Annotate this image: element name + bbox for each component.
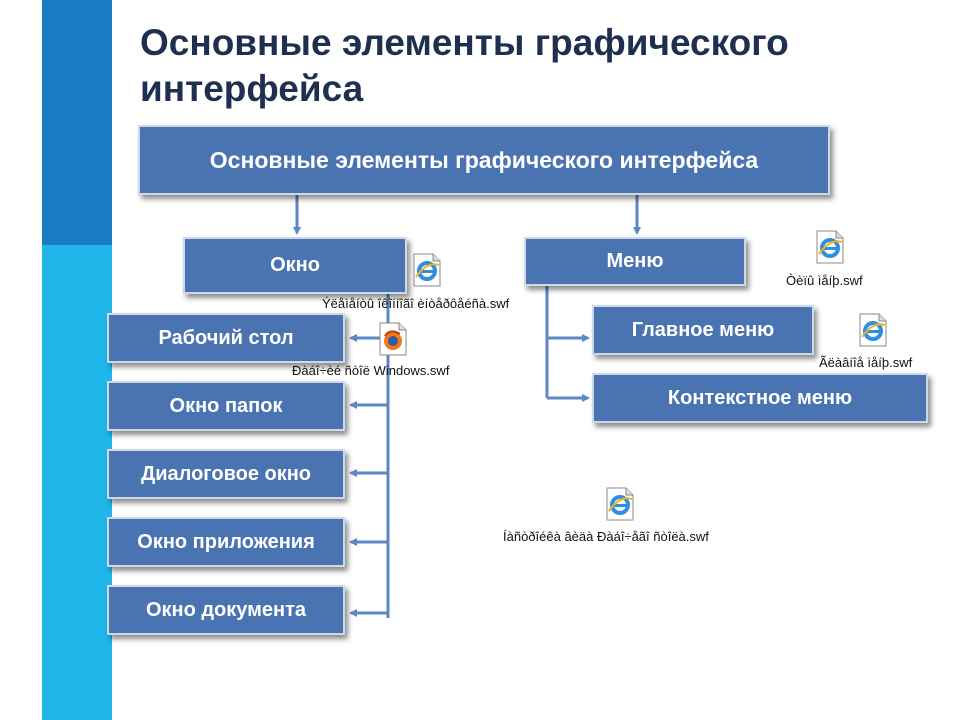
- decor-stripe-light: [42, 245, 112, 720]
- ie-flash-file-icon[interactable]: [605, 487, 635, 521]
- node-main-menu: Главное меню: [592, 305, 814, 355]
- slide-title: Основные элементы графического интерфейс…: [140, 22, 789, 109]
- node-document-window: Окно документа: [107, 585, 345, 635]
- file-label-main-menu[interactable]: Ãëàâíîå ìåíþ.swf: [819, 355, 913, 370]
- node-app-window: Окно приложения: [107, 517, 345, 567]
- root-node: Основные элементы графического интерфейс…: [138, 125, 830, 195]
- firefox-file-icon[interactable]: [378, 322, 408, 356]
- ie-flash-file-icon[interactable]: [858, 313, 888, 347]
- node-dialog-window: Диалоговое окно: [107, 449, 345, 499]
- decor-stripe-dark: [42, 0, 112, 245]
- node-menu: Меню: [524, 237, 746, 286]
- node-desktop: Рабочий стол: [107, 313, 345, 363]
- file-label-window-elements[interactable]: Ýëåìåíòû îêîííîãî èíòåðôåéñà.swf: [322, 296, 510, 311]
- node-context-menu: Контекстное меню: [592, 373, 928, 423]
- node-window: Окно: [183, 237, 407, 294]
- file-label-menu-types[interactable]: Òèïû ìåíþ.swf: [786, 273, 863, 288]
- ie-flash-file-icon[interactable]: [815, 230, 845, 264]
- ie-flash-file-icon[interactable]: [412, 253, 442, 287]
- file-label-desktop-setup[interactable]: Íàñòðîéêà âèäà Ðàáî÷åãî ñòîëà.swf: [503, 529, 709, 544]
- node-folder-window: Окно папок: [107, 381, 345, 431]
- file-label-desktop[interactable]: Ðàáî÷èé ñòîë Windows.swf: [292, 363, 450, 378]
